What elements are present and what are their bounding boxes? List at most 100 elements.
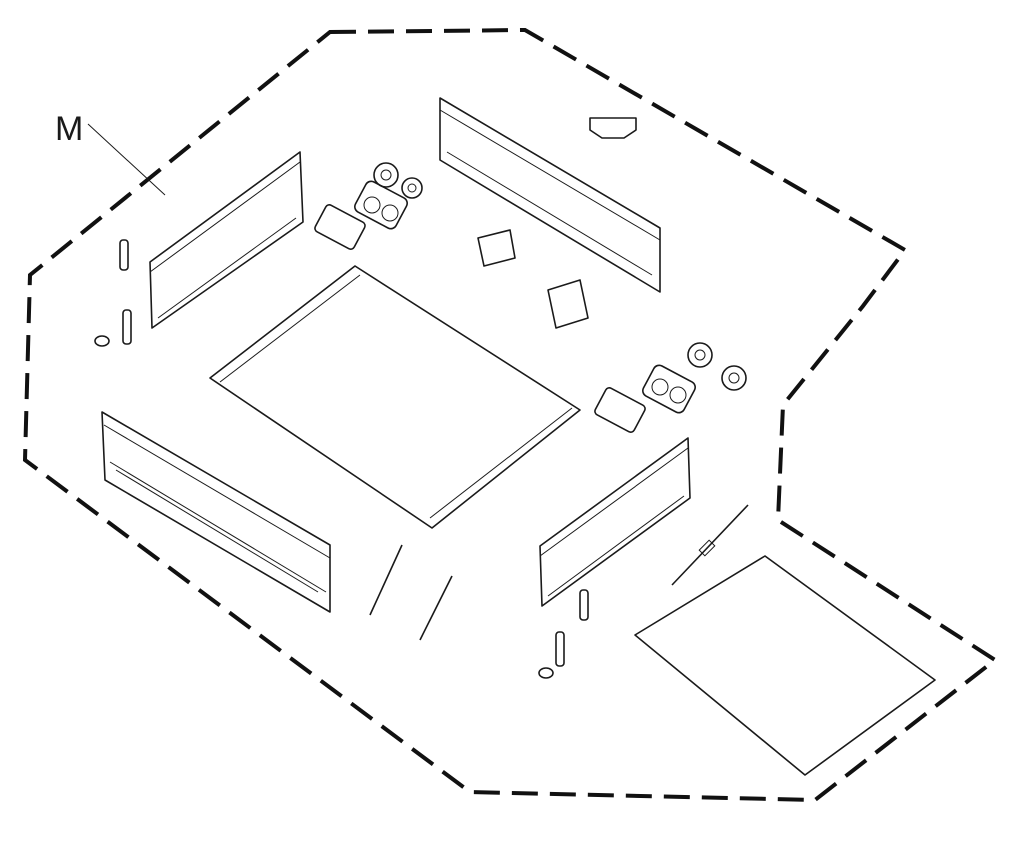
callout-43: 43 [0, 0, 12, 3]
callout-45: 45 [0, 0, 12, 3]
callout-35: 35 [0, 0, 12, 3]
tail-lamp-left [354, 180, 408, 230]
callout-20: 20 [0, 0, 12, 3]
callout-19: 19 [0, 0, 12, 3]
callout-45: 45 [0, 0, 12, 3]
callout-51: 51 [0, 0, 12, 3]
callout-5: 5 [0, 0, 6, 3]
callout-9: 9 [0, 0, 6, 3]
callout-39: 39 [0, 0, 12, 3]
callout-42: 42 [0, 0, 12, 3]
callout-43: 43 [0, 0, 12, 3]
callout-29: 29 [0, 0, 12, 3]
callout-34: 34 [0, 0, 12, 3]
callout-35: 35 [0, 0, 12, 3]
callout-39: 39 [0, 0, 12, 3]
callout-43: 43 [0, 0, 12, 3]
callout-44: 44 [0, 0, 12, 3]
callout-53: 53 [0, 0, 14, 3]
callout-43: 43 [0, 0, 12, 3]
callout-4: 4 [0, 0, 6, 3]
callout-40: 40 [0, 0, 12, 3]
callout-11: 11 [0, 0, 11, 3]
callout-31a: 31a [0, 0, 20, 3]
callout-33: 33 [0, 0, 12, 3]
callout-37: 37 [0, 0, 12, 3]
callout-42: 42 [0, 0, 12, 3]
callout-16: 16 [0, 0, 12, 3]
callout-18: 18 [0, 0, 12, 3]
callout-29: 29 [0, 0, 12, 3]
callout-49: 49 [0, 0, 12, 3]
lamp-ring-right [687, 342, 747, 391]
callout-5: 5 [0, 0, 6, 3]
lamp-ring-left [373, 162, 423, 199]
callout-42: 42 [0, 0, 12, 3]
callout-38: 38 [0, 0, 12, 3]
callout-26: 26 [0, 0, 12, 3]
bumper-pads [94, 335, 554, 679]
callout-35: 35 [0, 0, 12, 3]
callout-26: 26 [0, 0, 12, 3]
callout-39: 39 [0, 0, 12, 3]
callout-35: 35 [0, 0, 12, 3]
callout-20: 20 [0, 0, 12, 3]
callout-35: 35 [0, 0, 12, 3]
lamp-bezel-right [594, 387, 646, 433]
callout-21: 21 [0, 0, 12, 3]
callout-7: 7 [0, 0, 6, 3]
callout-5: 5 [0, 0, 6, 3]
latch-right [555, 589, 589, 667]
callout-35: 35 [0, 0, 12, 3]
callout-8: 8 [0, 0, 6, 3]
callout-5: 5 [0, 0, 6, 3]
callout-46: 46 [0, 0, 12, 3]
callout-80: 80 [0, 0, 12, 3]
callout-35: 35 [0, 0, 12, 3]
callout-14: 14 [0, 0, 12, 3]
callout-28: 28 [0, 0, 12, 3]
callout-35: 35 [0, 0, 12, 3]
callout-45: 45 [0, 0, 12, 3]
callout-34: 34 [0, 0, 12, 3]
front-panel [101, 411, 331, 613]
hinge-bracket-52 [589, 117, 637, 139]
tail-rod [671, 504, 749, 586]
callout-15: 15 [0, 0, 12, 3]
callout-43: 43 [0, 0, 12, 3]
callout-16: 16 [0, 0, 12, 3]
callout-layer: 1810371318511354834952102945354345735802… [0, 0, 21, 3]
callout-39: 39 [0, 0, 12, 3]
callout-3: 3 [0, 0, 6, 3]
callout-20: 20 [0, 0, 12, 3]
callout-27: 27 [0, 0, 12, 3]
callout-35: 35 [0, 0, 12, 3]
floor-platform [209, 265, 581, 529]
callout-36: 36 [0, 0, 12, 3]
left-side-panel [149, 151, 304, 329]
callout-35: 35 [0, 0, 12, 3]
callout-35: 35 [0, 0, 12, 3]
callout-1: 1 [0, 0, 6, 3]
callout-17: 17 [0, 0, 12, 3]
callout-22: 22 [0, 0, 12, 3]
callout-46: 46 [0, 0, 12, 3]
license-plate-bracket-31a [547, 279, 589, 329]
callout-23: 23 [0, 0, 12, 3]
callout-35: 35 [0, 0, 12, 3]
callout-25: 25 [0, 0, 12, 3]
tail-lamp-right [642, 364, 696, 414]
callout-45: 45 [0, 0, 12, 3]
callout-41: 41 [0, 0, 12, 3]
callout-10: 10 [0, 0, 12, 3]
gas-struts [369, 544, 453, 641]
callout-28: 28 [0, 0, 12, 3]
callout-21: 21 [0, 0, 12, 3]
callout-35: 35 [0, 0, 12, 3]
callout-2: 2 [0, 0, 6, 3]
callout-35: 35 [0, 0, 12, 3]
callout-30: 30 [0, 0, 12, 3]
callout-36: 36 [0, 0, 12, 3]
callout-35: 35 [0, 0, 12, 3]
